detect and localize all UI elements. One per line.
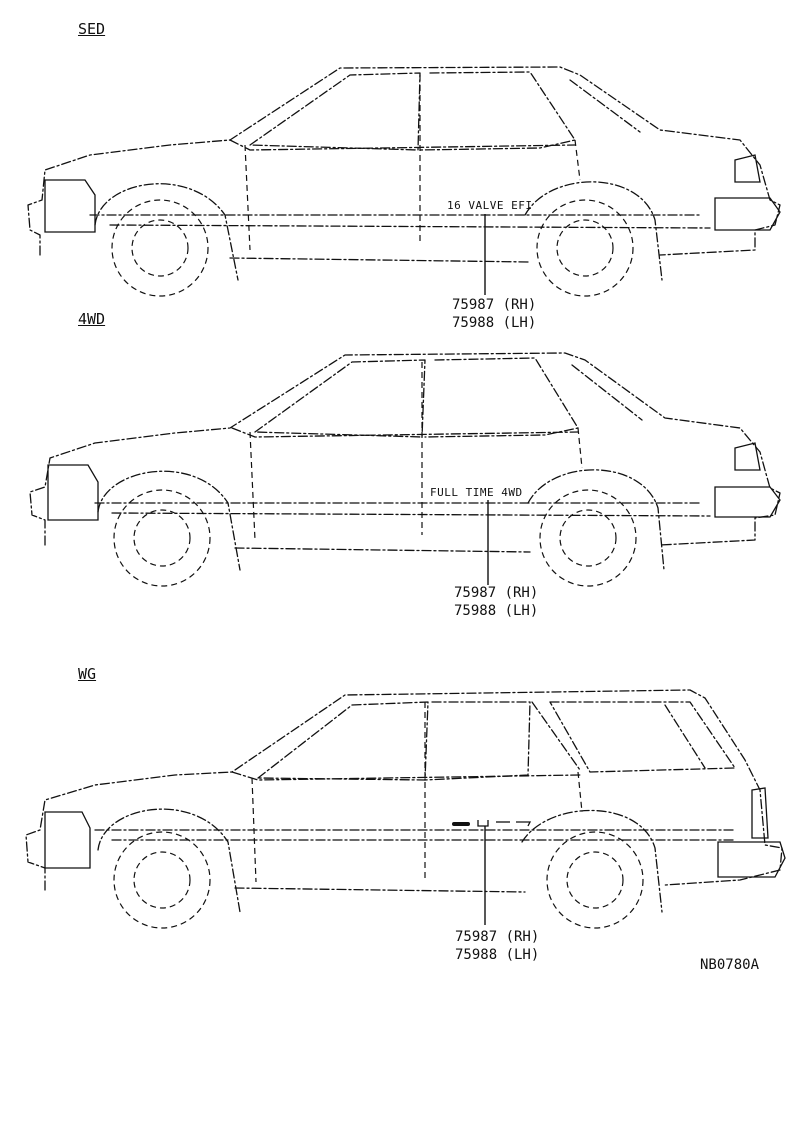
wagon-window-front — [257, 701, 429, 781]
wagon-front-wheel — [113, 831, 211, 929]
sedan-drawing — [27, 66, 781, 297]
sedan-emblem-text: 16 VALVE EFI — [447, 199, 533, 212]
sedan-window-front — [249, 72, 421, 151]
4wd-title: 4WD — [78, 310, 106, 328]
wagon-body-outline — [25, 689, 783, 891]
sedan-part-rh: 75987 (RH) — [452, 297, 537, 313]
sedan-body-outline — [27, 66, 781, 256]
sedan-title: SED — [78, 20, 106, 38]
diagram-reference-code: NB0780A — [700, 957, 760, 973]
sedan-front-wheel — [111, 199, 209, 297]
wagon-drawing — [25, 689, 786, 929]
4wd-front-wheel — [113, 489, 211, 587]
wagon-title: WG — [78, 665, 97, 683]
wagon-window-rear — [549, 701, 736, 773]
sedan-rear-wheel — [536, 199, 634, 297]
4wd-drawing — [29, 352, 781, 587]
4wd-window-front — [254, 359, 426, 438]
4wd-body-outline — [29, 352, 781, 546]
4wd-rear-wheel — [539, 489, 637, 587]
wagon-part-lh: 75988 (LH) — [455, 947, 540, 963]
sedan-window-rear — [419, 71, 576, 151]
4wd-part-lh: 75988 (LH) — [454, 603, 539, 619]
wagon-emblem-graphic — [452, 820, 532, 827]
4wd-part-rh: 75987 (RH) — [454, 585, 539, 601]
wagon-part-rh: 75987 (RH) — [455, 929, 540, 945]
4wd-emblem-text: FULL TIME 4WD — [430, 486, 523, 499]
wagon-rear-wheel — [546, 831, 644, 929]
sedan-part-lh: 75988 (LH) — [452, 315, 537, 331]
